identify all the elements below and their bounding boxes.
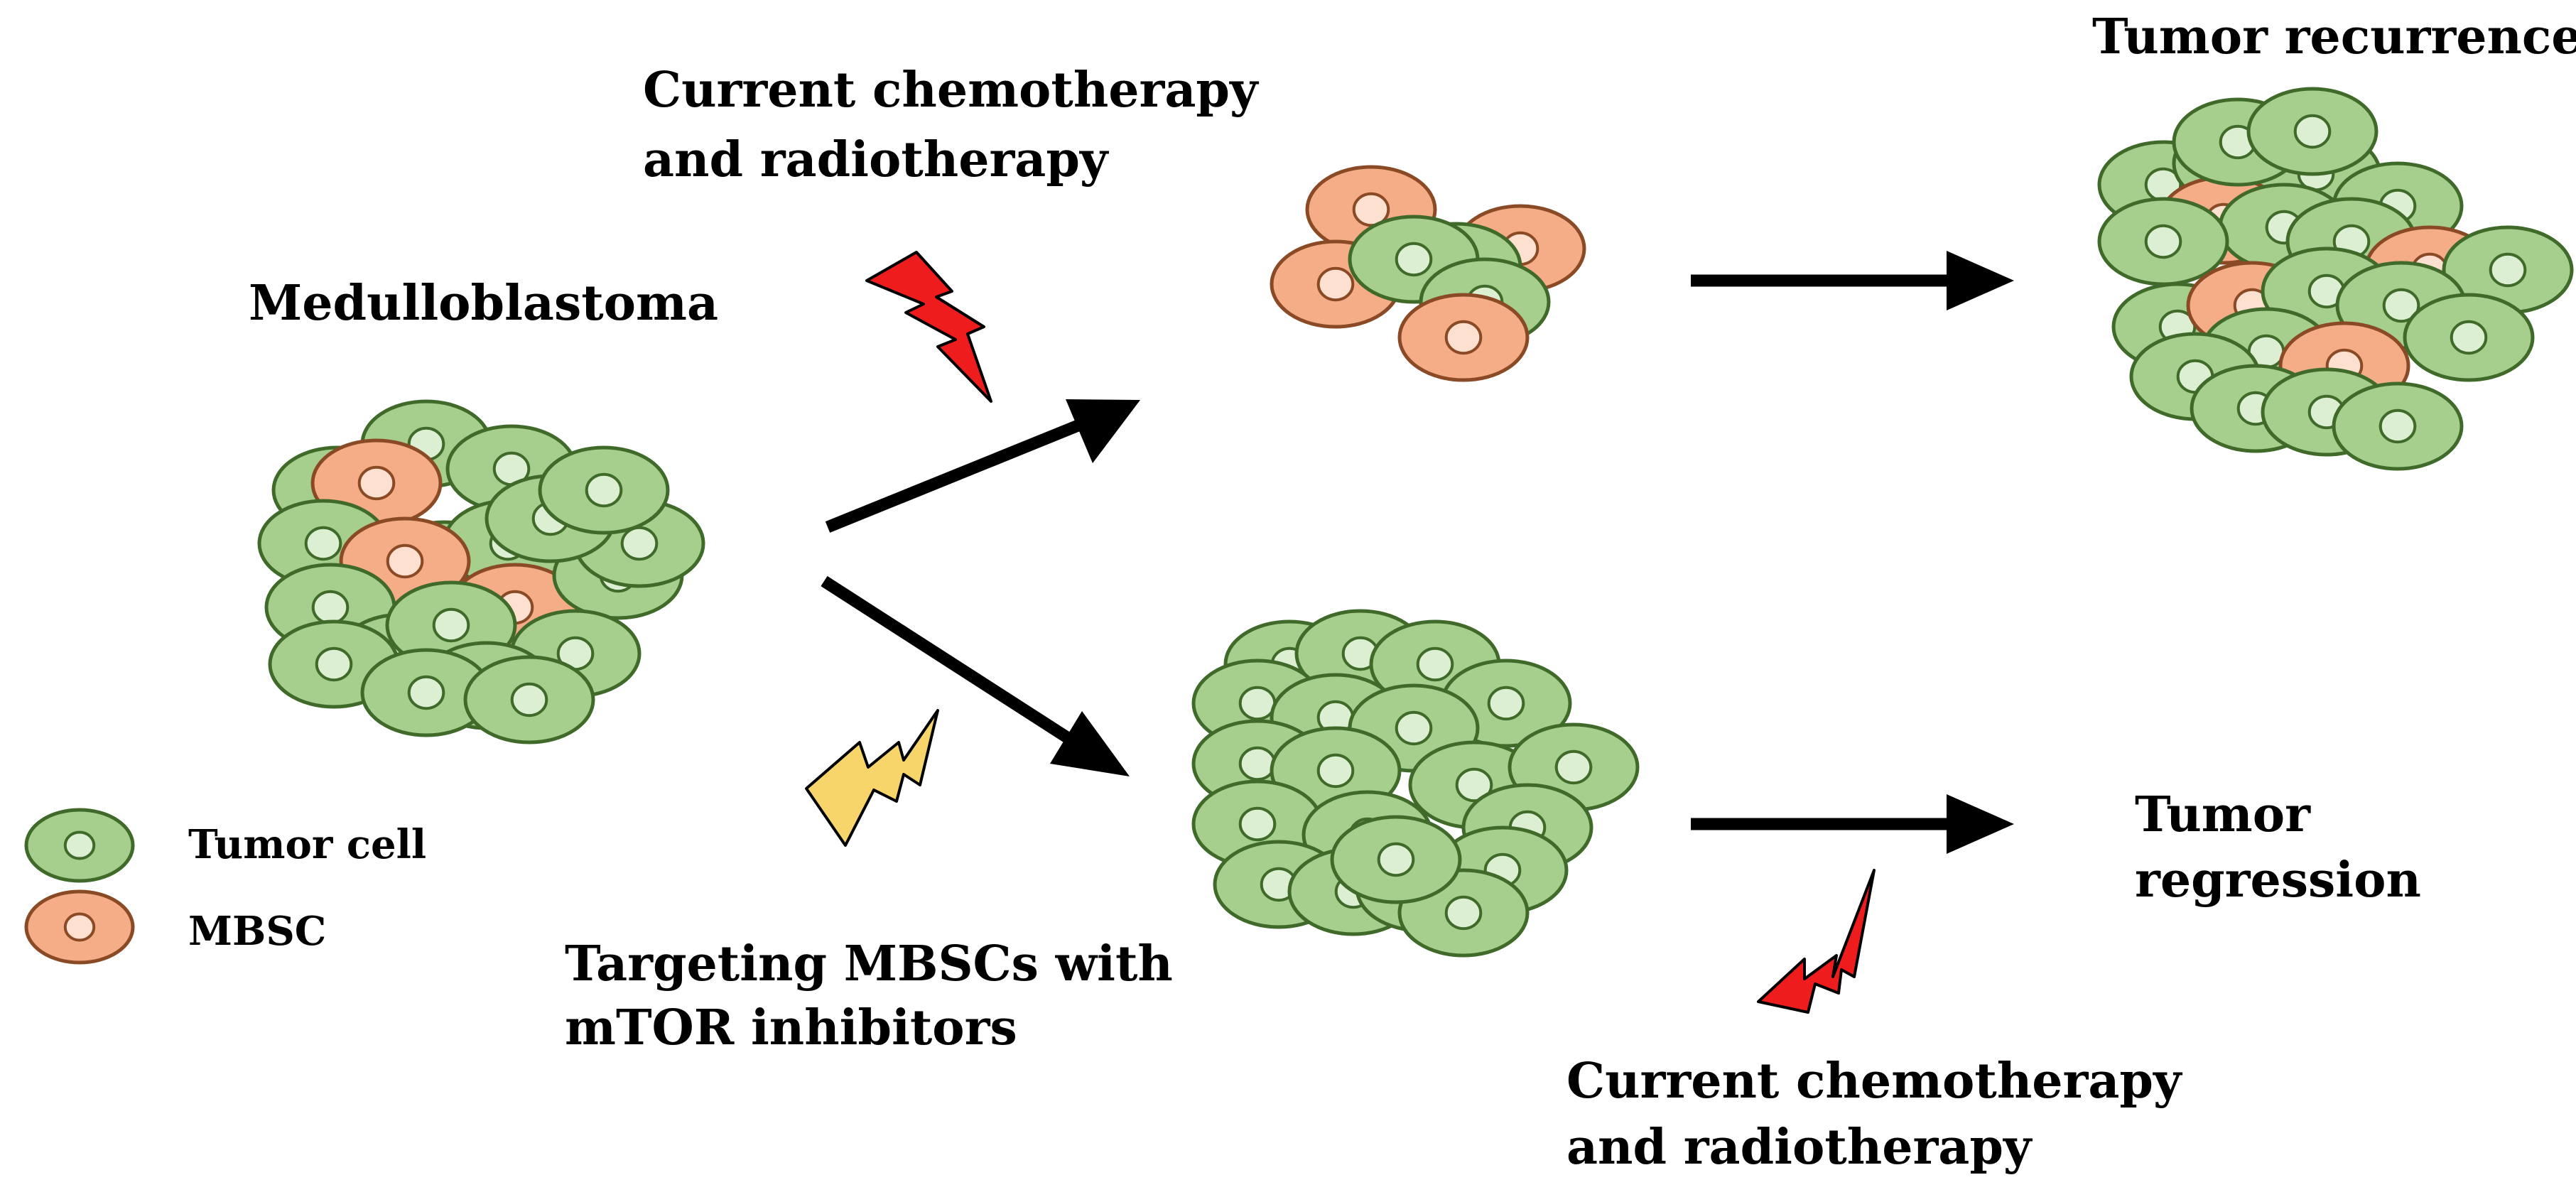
tumor-cell — [2403, 293, 2535, 382]
chemo-top-label-line2: and radiotherapy — [643, 131, 1110, 188]
tumor-recurrence-label: Tumor recurrence — [2092, 9, 2576, 65]
chemo-bottom-label-line1: Current chemotherapy — [1566, 1053, 2183, 1110]
tumor-regression-label-line1: Tumor — [2135, 786, 2311, 843]
tumor-regression-label-line2: regression — [2135, 852, 2421, 909]
tumor-cell-only-cluster — [1191, 609, 1640, 958]
medulloblastoma-label: Medulloblastoma — [249, 275, 718, 332]
legend — [24, 808, 135, 965]
chemo-top-label-line1: Current chemotherapy — [643, 62, 1260, 119]
targeting-label-line1: Targeting MBSCs with — [565, 936, 1173, 992]
arrow-to-recurrence — [1691, 251, 2014, 310]
mbsc-cell — [24, 889, 135, 965]
tumor-cell — [2246, 87, 2379, 176]
tumor-cell — [2442, 225, 2574, 315]
medulloblastoma-cluster — [257, 399, 705, 744]
legend-mbsc-label: MBSC — [188, 908, 326, 955]
tumor-cell — [2097, 197, 2229, 286]
tumor-cell — [1330, 815, 1462, 904]
arrow-to-mtor-branch — [821, 575, 1130, 776]
surviving-mbsc-cluster — [1270, 165, 1586, 382]
yellow-lightning-icon — [805, 709, 939, 847]
mbsc-cell — [1270, 239, 1402, 329]
tumor-cell — [24, 808, 135, 883]
red-lightning-icon — [865, 251, 992, 403]
legend-tumor-cell-label: Tumor cell — [188, 821, 426, 868]
targeting-label-line2: mTOR inhibitors — [565, 1000, 1017, 1056]
tumor-cell — [2332, 381, 2464, 471]
tumor-recurrence-cluster — [2097, 87, 2574, 471]
tumor-cell — [463, 655, 595, 744]
mbsc-cell — [1397, 293, 1530, 382]
arrow-to-chemo-branch — [825, 399, 1140, 533]
chemo-bottom-label-line2: and radiotherapy — [1566, 1119, 2033, 1176]
red-lightning-icon — [1757, 869, 1876, 1014]
tumor-cell — [538, 445, 670, 535]
arrow-to-regression — [1691, 794, 2014, 854]
